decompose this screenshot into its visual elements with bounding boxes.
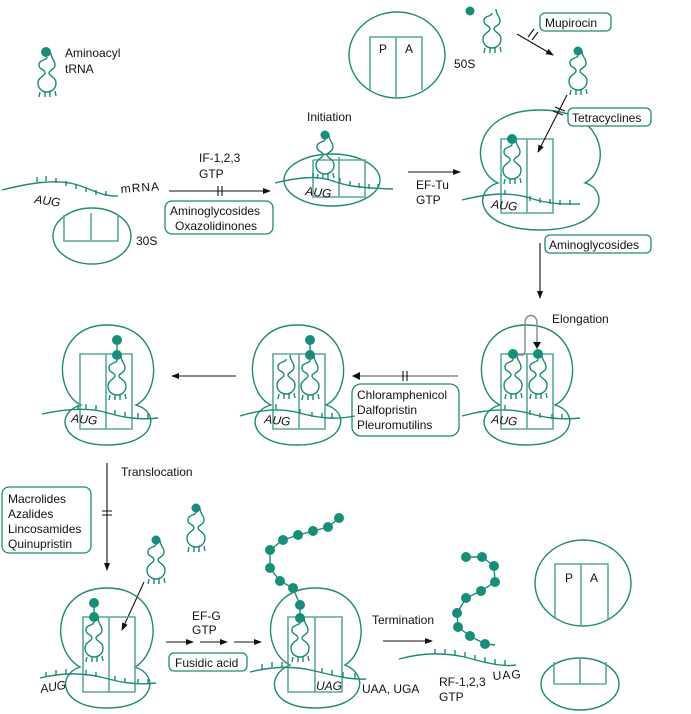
subunit-30s: 30S xyxy=(52,207,157,265)
amino-acid-icon xyxy=(41,47,51,57)
released-stop-codon-label: UAG xyxy=(492,667,522,683)
dissociated-a-site-label: A xyxy=(590,571,598,585)
initiation-stage-label: Initiation xyxy=(307,110,352,124)
subunit-30s-label: 30S xyxy=(136,234,157,248)
ef-g-step: EF-G GTP Fusidic acid xyxy=(166,609,262,672)
decoding-codon-label: AUG xyxy=(490,197,518,214)
ef-g-label: EF-G xyxy=(192,609,221,623)
other-stop-codons-label: UAA, UGA xyxy=(362,682,419,696)
dissociated-p-site-label: P xyxy=(565,571,573,585)
tetracyclines-label: Tetracyclines xyxy=(572,111,641,125)
mupirocin-box xyxy=(539,12,612,32)
inhibition-mark xyxy=(527,28,539,41)
ribosome-decoding: AUG Tetracyclines Aminoglycosides xyxy=(461,94,652,299)
inhibitor-chloramphenicol: Chloramphenicol xyxy=(357,388,447,402)
fusidic-acid-label: Fusidic acid xyxy=(175,656,238,670)
rf-factors-label: RF-1,2,3 xyxy=(439,675,486,689)
initiation-step: IF-1,2,3 GTP Aminoglycosides Oxazolidino… xyxy=(164,151,274,235)
elongation-codon-label: AUG xyxy=(490,412,518,429)
termination-codon-in-ribosome: UAG xyxy=(316,679,342,693)
trna-charging: Mupirocin xyxy=(465,6,612,96)
inhibitor-quinupristin: Quinupristin xyxy=(8,537,72,551)
aminoacyl-trna-icon xyxy=(37,52,57,98)
ribosome-elongation: Elongation AUG xyxy=(461,312,609,446)
charged-trna-icon xyxy=(568,50,588,96)
termination-stage-label: Termination xyxy=(372,613,434,627)
released-mrna xyxy=(398,653,517,667)
translocation-inhibitor-box xyxy=(1,486,92,554)
mupirocin-label: Mupirocin xyxy=(545,16,597,30)
legend-label-line1: Aminoacyl xyxy=(65,46,120,60)
peptidyl-transfer-path xyxy=(518,314,538,356)
inhibition-mark xyxy=(552,106,566,116)
tetracyclines-box xyxy=(567,107,652,127)
free-mrna: AUG mRNA xyxy=(1,176,160,210)
elongation-stage-label: Elongation xyxy=(552,312,609,326)
legend: Aminoacyl tRNA xyxy=(37,46,120,98)
released-products: UAG xyxy=(398,552,522,683)
ef-g-gtp-label: GTP xyxy=(192,623,217,637)
termination-step: Termination RF-1,2,3 GTP xyxy=(372,613,486,704)
dissociated-30s xyxy=(540,657,620,711)
inhibitor-pleuromutilins: Pleuromutilins xyxy=(357,418,432,432)
uncharged-trna-icon xyxy=(482,8,502,54)
amino-acid-icon xyxy=(151,535,161,545)
amino-acid-icon xyxy=(191,503,201,513)
a-site-label: A xyxy=(405,42,413,56)
free-amino-acid-icon xyxy=(465,6,475,16)
dissociated-50s: P A xyxy=(534,539,632,627)
fusidic-acid-box xyxy=(168,652,248,672)
rf-gtp-label: GTP xyxy=(439,690,464,704)
mrna-label: mRNA xyxy=(120,179,160,196)
translocation-stage-label: Translocation xyxy=(121,465,193,479)
ef-tu-step: EF-Tu GTP xyxy=(408,169,461,207)
if-gtp-label: GTP xyxy=(199,167,224,181)
ribosome-pretranslocation: AUG xyxy=(41,324,159,446)
trna-entry-arrow xyxy=(121,581,145,631)
ribosome-peptidyl: AUG xyxy=(239,324,356,446)
peptidyl-codon-label: AUG xyxy=(263,412,291,429)
ribosome-termination: UAG UAA, UGA xyxy=(249,513,419,709)
start-codon-label: AUG xyxy=(33,192,62,210)
aminoglycosides-decoding-label: Aminoglycosides xyxy=(549,238,639,252)
subunit-50s: P A 50S xyxy=(348,11,475,99)
inhibition-mark xyxy=(102,510,112,516)
initiation-codon-label: AUG xyxy=(304,184,332,201)
ef-tu-label: EF-Tu xyxy=(416,178,449,192)
ribosome-next-cycle: AUG xyxy=(38,587,157,709)
peptidyl-transfer-step: Chloramphenicol Dalfopristin Pleuromutil… xyxy=(351,371,460,437)
inhibitor-dalfopristin: Dalfopristin xyxy=(357,403,417,417)
inhibitor-aminoglycosides: Aminoglycosides xyxy=(170,204,260,218)
initiation-complex: Initiation AUG xyxy=(274,110,394,207)
if-factors-label: IF-1,2,3 xyxy=(199,151,241,165)
subunit-50s-label: 50S xyxy=(454,57,475,71)
legend-label-line2: tRNA xyxy=(65,62,94,76)
translocation-step: Translocation Macrolides Azalides Lincos… xyxy=(1,463,206,631)
trna-entry-arrow xyxy=(537,94,568,153)
next-cycle-codon-label: AUG xyxy=(38,678,67,696)
inhibitor-oxazolidinones: Oxazolidinones xyxy=(175,219,257,233)
pretranslocation-codon-label: AUG xyxy=(70,411,98,428)
incoming-trna-icon xyxy=(186,507,206,553)
inhibitor-lincosamides: Lincosamides xyxy=(8,522,81,536)
inhibition-mark xyxy=(402,371,408,381)
polypeptide-beads xyxy=(265,513,344,623)
charging-arrow xyxy=(516,33,554,56)
inhibition-mark xyxy=(217,186,223,196)
elongation-inhibitor-box xyxy=(351,383,460,437)
initiation-inhibitor-box xyxy=(164,200,274,235)
amino-acid-icon xyxy=(573,46,583,56)
released-polypeptide-beads xyxy=(452,552,500,649)
inhibitor-macrolides: Macrolides xyxy=(8,492,66,506)
inhibitor-azalides: Azalides xyxy=(8,507,53,521)
p-site-label: P xyxy=(379,42,387,56)
ef-tu-gtp-label: GTP xyxy=(416,193,441,207)
aminoglycosides-box xyxy=(544,234,652,254)
incoming-trna-icon xyxy=(146,539,166,585)
